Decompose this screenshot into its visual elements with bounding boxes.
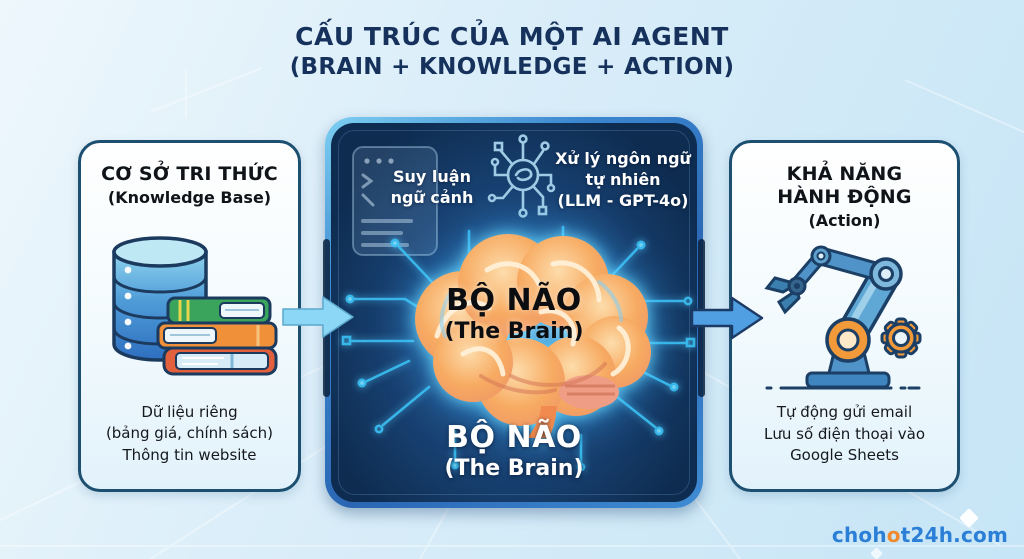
brain-label-main: BỘ NÃO: [446, 283, 582, 318]
action-heading-block: KHẢ NĂNG HÀNH ĐỘNG (Action): [777, 163, 911, 230]
nlp-line-1: Xử lý ngôn ngữ: [555, 149, 691, 168]
robot-arm-gear-icon: [763, 245, 924, 390]
action-line-2: Lưu số điện thoại vào: [763, 424, 926, 443]
document-code-icon: [352, 146, 438, 256]
brain-illustration: [415, 234, 651, 438]
brain-frame-inner: Suy luận ngữ cảnh X: [331, 123, 697, 502]
flow-arrow-brain-to-action: [690, 296, 764, 340]
knowledge-description: Dữ liệu riêng (bảng giá, chính sách) Thô…: [106, 402, 273, 467]
knowledge-subheading: (Knowledge Base): [107, 188, 272, 208]
brain-center-label: BỘ NÃO (The Brain): [331, 283, 697, 344]
knowledge-line-3: Thông tin website: [122, 446, 257, 465]
reasoning-line-2: ngữ cảnh: [390, 187, 474, 207]
action-description: Tự động gửi email Lưu số điện thoại vào …: [764, 402, 925, 467]
brain-bottom-main: BỘ NÃO: [446, 420, 582, 455]
action-heading-line-1: KHẢ NĂNG: [786, 163, 903, 185]
circuit-node-icon: [487, 134, 556, 218]
action-heading-line-2: HÀNH ĐỘNG: [777, 186, 912, 209]
title-line-2: (BRAIN + KNOWLEDGE + ACTION): [289, 54, 735, 80]
knowledge-line-2: (bảng giá, chính sách): [105, 424, 274, 443]
reasoning-label: Suy luận ngữ cảnh: [357, 167, 507, 209]
watermark-suffix: t24h.com: [900, 523, 1008, 547]
nlp-line-3: (LLM - GPT-4o): [557, 190, 689, 210]
knowledge-heading: CƠ SỞ TRI THỨC: [101, 163, 278, 185]
flow-arrow-knowledge-to-brain: [282, 296, 354, 338]
watermark-accent: o: [886, 523, 901, 547]
nlp-line-2: tự nhiên: [585, 169, 661, 189]
title-line-1: CẤU TRÚC CỦA MỘT AI AGENT: [295, 22, 729, 51]
knowledge-line-1: Dữ liệu riêng: [141, 402, 238, 421]
action-subheading: (Action): [808, 211, 881, 231]
watermark-brand: chohot24h.com: [832, 523, 1008, 547]
reasoning-line-1: Suy luận: [393, 167, 471, 186]
knowledge-heading-block: CƠ SỞ TRI THỨC (Knowledge Base): [101, 163, 278, 207]
action-line-3: Google Sheets: [790, 446, 899, 465]
action-line-1: Tự động gửi email: [776, 402, 913, 421]
watermark-prefix: choh: [831, 523, 887, 547]
brain-frame-panel: Suy luận ngữ cảnh X: [323, 117, 705, 508]
brain-bottom-sub: (The Brain): [444, 456, 584, 481]
brain-label-sub: (The Brain): [444, 319, 584, 344]
nlp-label: Xử lý ngôn ngữ tự nhiên (LLM - GPT-4o): [547, 149, 697, 211]
knowledge-base-panel: CƠ SỞ TRI THỨC (Knowledge Base): [78, 140, 301, 492]
page-title: CẤU TRÚC CỦA MỘT AI AGENT (BRAIN + KNOWL…: [0, 22, 1024, 80]
action-panel: KHẢ NĂNG HÀNH ĐỘNG (Action): [729, 140, 960, 492]
brain-bottom-label: BỘ NÃO (The Brain): [331, 420, 697, 481]
database-books-icon: [111, 236, 277, 376]
